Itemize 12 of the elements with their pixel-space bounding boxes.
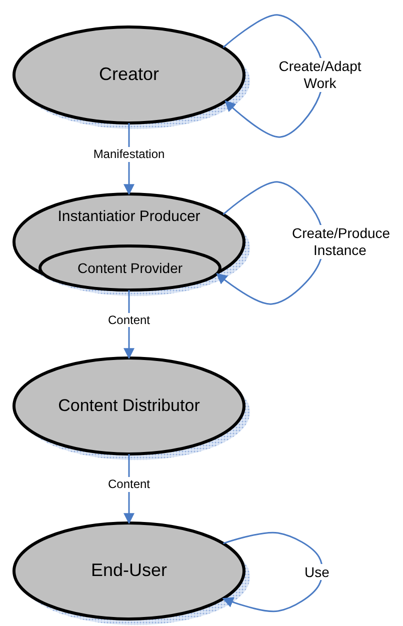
node-label: End-User xyxy=(90,560,168,582)
node-label: Content Provider xyxy=(76,260,184,276)
edge-label: Content xyxy=(106,477,152,492)
edge-label: Content xyxy=(106,312,152,328)
arrow xyxy=(222,532,324,612)
edge-label: Manifestation xyxy=(91,147,167,162)
node-label: Content Distributor xyxy=(57,396,201,416)
node-label: Creator xyxy=(98,64,160,86)
arrow xyxy=(216,181,324,305)
arrow xyxy=(222,14,324,138)
edge-label: Create/Produce Instance xyxy=(290,225,390,259)
node-label: Instantiatior Producer xyxy=(56,208,202,226)
